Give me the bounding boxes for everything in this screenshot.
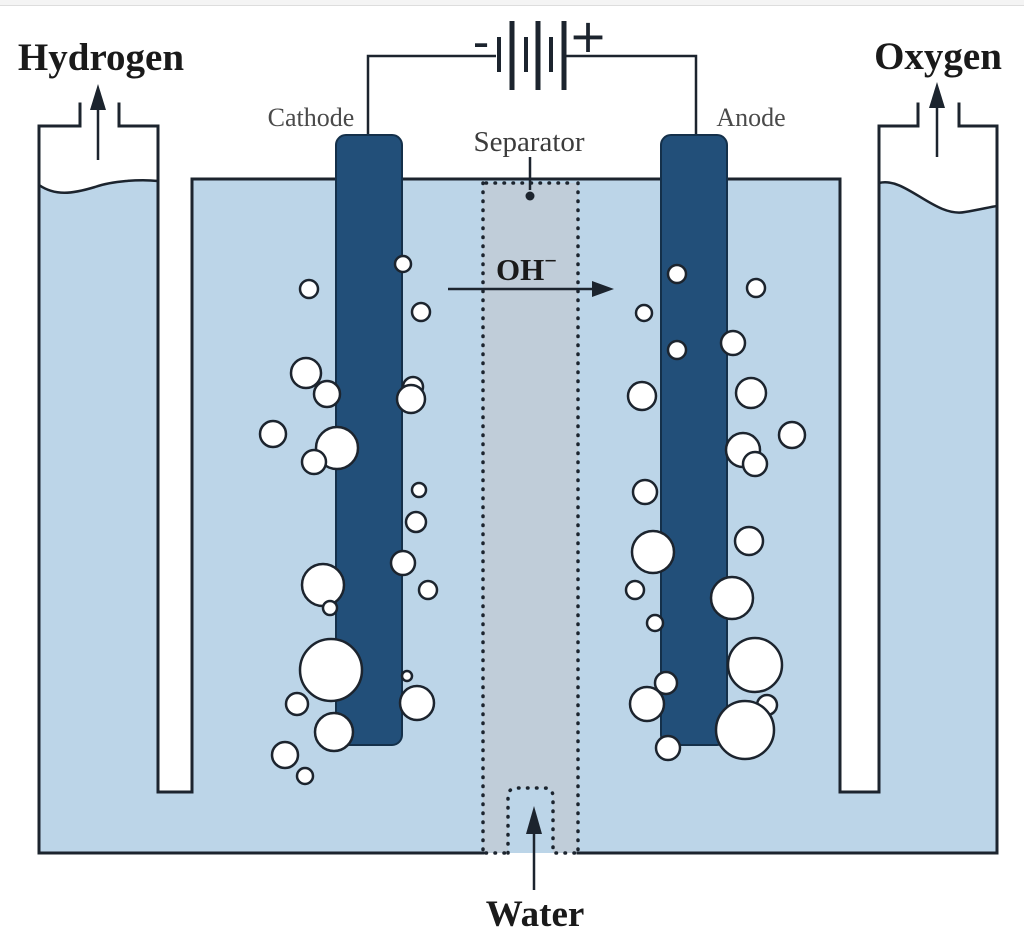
left-chamber-water-level — [38, 179, 159, 194]
anode-electrode — [660, 134, 728, 746]
bubble — [300, 562, 346, 608]
bubble — [395, 383, 427, 415]
separator-callout: Separator — [473, 126, 585, 201]
bubbles-anode — [624, 263, 807, 762]
bubble — [733, 525, 765, 557]
hydroxide-flow: OH− — [448, 248, 614, 297]
bubble — [393, 254, 413, 274]
left-partition-underpass — [158, 793, 192, 853]
battery-icon — [497, 21, 567, 90]
right-chamber-water-level — [878, 180, 998, 214]
oxygen-label: Oxygen — [874, 35, 1002, 78]
bubble — [624, 579, 646, 601]
bubble — [745, 277, 767, 299]
separator-band — [483, 183, 578, 853]
water-label: Water — [486, 894, 585, 935]
bubble — [628, 685, 666, 723]
bubble — [313, 711, 355, 753]
oxygen-arrow-icon — [929, 82, 945, 108]
left-vessel-outline — [37, 102, 194, 855]
hydroxide-label: OH− — [496, 248, 557, 287]
left-chamber-water — [39, 180, 158, 853]
battery-plus-sign: + — [569, 9, 608, 63]
hydrogen-label: Hydrogen — [18, 36, 184, 79]
bubble — [777, 420, 807, 450]
bubble — [300, 448, 328, 476]
cathode-label: Cathode — [268, 103, 355, 132]
bubble — [666, 339, 688, 361]
bubble — [631, 478, 659, 506]
bubble — [626, 380, 658, 412]
anode-label: Anode — [716, 103, 785, 132]
bubble — [410, 301, 432, 323]
hydrogen-outlet: Hydrogen — [18, 36, 184, 160]
bubble — [258, 419, 288, 449]
bubble — [398, 684, 436, 722]
bubble — [666, 263, 688, 285]
separator-leader-dot — [525, 191, 535, 201]
bubble — [726, 636, 784, 694]
hydroxide-arrow-icon — [592, 281, 614, 297]
bubble — [404, 510, 428, 534]
bubble — [630, 529, 676, 575]
bubble — [410, 481, 428, 499]
bubble — [400, 669, 414, 683]
bubble — [298, 637, 364, 703]
anode-wire — [566, 54, 698, 135]
bubble — [653, 670, 679, 696]
bubble — [389, 549, 417, 577]
bubble — [284, 691, 310, 717]
top-band — [0, 0, 1024, 6]
battery-minus-sign: - — [473, 15, 490, 69]
right-vessel-outline — [838, 102, 999, 855]
bubble — [634, 303, 654, 323]
bubble — [734, 376, 768, 410]
bubble — [289, 356, 323, 390]
bubble — [312, 379, 342, 409]
cathode-wire — [366, 54, 496, 135]
water-arrow-icon — [526, 806, 542, 834]
bubble — [709, 575, 755, 621]
right-chamber-water — [879, 182, 997, 853]
bubble — [654, 734, 682, 762]
water-inlet-dotted-border — [506, 786, 555, 855]
bubble — [417, 579, 439, 601]
bubble — [295, 766, 315, 786]
water-feed: Water — [486, 806, 585, 935]
right-partition-underpass — [840, 793, 879, 853]
bubble — [714, 699, 776, 761]
bubble — [719, 329, 747, 357]
oxygen-outlet: Oxygen — [874, 35, 1002, 157]
bubbles-cathode — [258, 254, 439, 786]
bubble — [270, 740, 300, 770]
tank-outline — [37, 102, 999, 855]
bubble — [321, 599, 339, 617]
hydrogen-arrow-icon — [90, 84, 106, 110]
bubble — [645, 613, 665, 633]
bubble — [741, 450, 769, 478]
separator-label: Separator — [473, 126, 584, 158]
circuit: - + — [366, 9, 698, 135]
bubble — [298, 278, 320, 300]
